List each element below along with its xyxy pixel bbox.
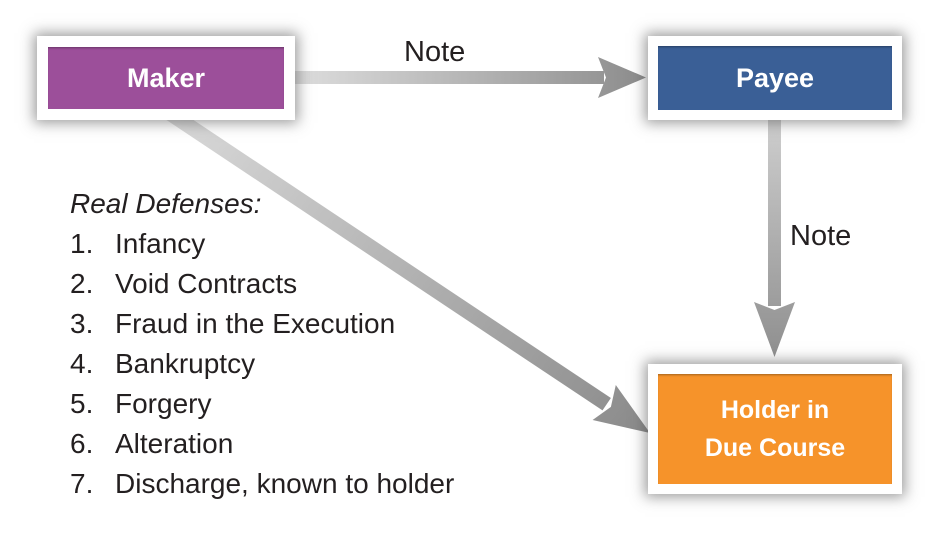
list-item-infancy: 1. Infancy <box>70 224 454 264</box>
list-item-number: 2. <box>70 268 94 299</box>
list-item-forgery: 5. Forgery <box>70 384 454 424</box>
node-maker: Maker <box>37 36 295 120</box>
arrow-payee-to-holder-shaft <box>768 116 781 306</box>
node-holder-label-line2: Due Course <box>704 434 846 462</box>
list-item-void-contracts: 2. Void Contracts <box>70 264 454 304</box>
arrow-maker-to-payee-head <box>598 57 646 98</box>
node-payee-fill: Payee <box>658 46 892 110</box>
node-payee-label: Payee <box>735 62 815 93</box>
edge-label-note-maker-payee: Note <box>404 36 466 68</box>
arrow-maker-to-payee <box>290 57 646 98</box>
list-item-text: Infancy <box>115 228 206 259</box>
list-item-bankruptcy: 4. Bankruptcy <box>70 344 454 384</box>
arrow-maker-to-holder-head <box>592 385 650 433</box>
list-item-number: 7. <box>70 468 94 499</box>
list-item-text: Fraud in the Execution <box>115 308 396 339</box>
list-item-number: 1. <box>70 228 94 259</box>
list-item-number: 3. <box>70 308 94 339</box>
list-item-text: Bankruptcy <box>115 348 256 379</box>
list-item-number: 5. <box>70 388 94 419</box>
arrow-maker-to-holder-shaft <box>163 105 611 411</box>
node-maker-fill: Maker <box>48 47 284 109</box>
list-item-text: Forgery <box>115 388 212 419</box>
real-defenses-list: Real Defenses: 1. Infancy 2. Void Contract… <box>70 184 454 504</box>
node-holder-fill: Holder in Due Course <box>658 374 892 484</box>
list-item-alteration: 6. Alteration <box>70 424 454 464</box>
list-item-number: 4. <box>70 348 94 379</box>
list-item-text: Discharge, known to holder <box>115 468 455 499</box>
node-holder-in-due-course: Holder in Due Course <box>648 364 902 494</box>
list-item-discharge: 7. Discharge, known to holder <box>70 464 454 504</box>
list-item-fraud-in-the-execution: 3. Fraud in the Execution <box>70 304 454 344</box>
list-item-text: Void Contracts <box>115 268 298 299</box>
arrow-payee-to-holder <box>754 116 795 357</box>
edge-label-note-payee-holder: Note <box>790 220 852 252</box>
arrow-payee-to-holder-head <box>754 302 795 357</box>
node-holder-label-line1: Holder in <box>720 396 830 424</box>
list-item-text: Alteration <box>115 428 234 459</box>
list-item-number: 6. <box>70 428 94 459</box>
arrow-maker-to-holder <box>163 105 650 433</box>
node-payee: Payee <box>648 36 902 120</box>
node-maker-label: Maker <box>126 62 206 93</box>
real-defenses-heading: Real Defenses: <box>70 188 262 219</box>
arrow-maker-to-payee-shaft <box>290 71 604 84</box>
